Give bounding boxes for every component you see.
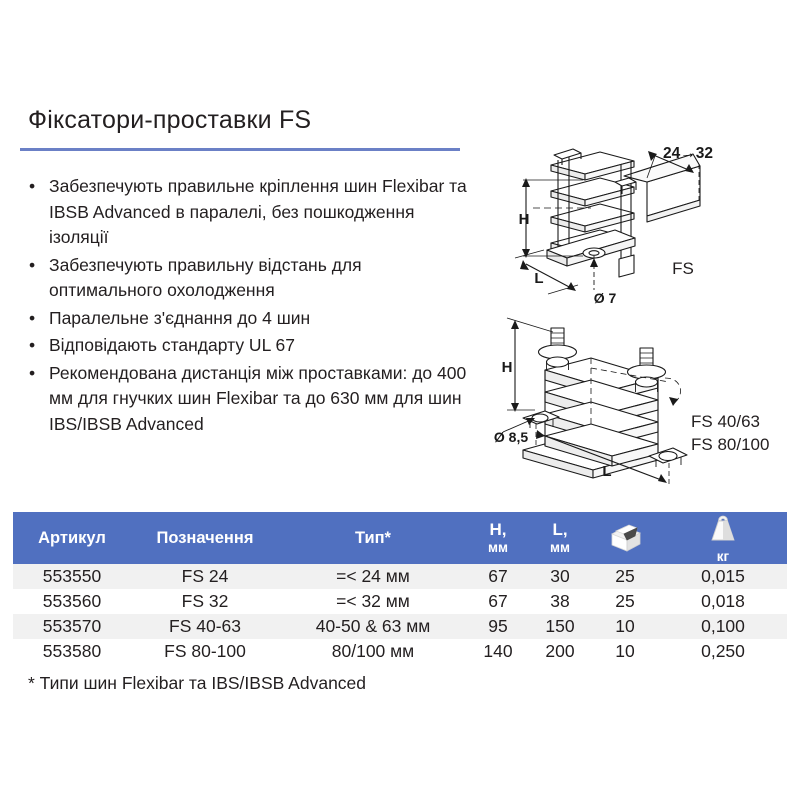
list-item-text: Забезпечують правильну відстань для опти… xyxy=(49,254,362,301)
package-box-icon xyxy=(591,512,659,564)
weight-icon xyxy=(708,513,738,549)
cell-type: =< 24 мм xyxy=(279,564,467,589)
list-item: • Паралельне з'єднання до 4 шин xyxy=(24,306,474,332)
cell-article: 553560 xyxy=(13,589,131,614)
column-header-designation: Позначення xyxy=(131,512,279,564)
dim-label-l: L xyxy=(534,270,543,287)
cell-type: 40-50 & 63 мм xyxy=(279,614,467,639)
dim-label-width: 24→32 xyxy=(663,145,713,162)
cell-height: 67 xyxy=(467,564,529,589)
cell-type: =< 32 мм xyxy=(279,589,467,614)
column-header-length-unit: мм xyxy=(550,540,570,555)
column-header-height-unit: мм xyxy=(488,540,508,555)
list-item-text: Рекомендована дистанція між проставками:… xyxy=(49,362,467,434)
bullet-glyph: • xyxy=(29,335,36,355)
cell-package-quantity: 25 xyxy=(591,589,659,614)
feature-list: • Забезпечують правильне кріплення шин F… xyxy=(24,174,474,439)
list-item-text: Забезпечують правильне кріплення шин Fle… xyxy=(49,176,467,247)
title-underline-rule xyxy=(20,148,460,151)
cell-length: 38 xyxy=(529,589,591,614)
cell-designation: FS 80-100 xyxy=(131,639,279,664)
dim-label-h: H xyxy=(519,211,530,228)
list-item: • Рекомендована дистанція між проставкам… xyxy=(24,361,474,438)
dim-label-hole: Ø 8,5 xyxy=(494,429,528,445)
cell-weight: 0,250 xyxy=(659,639,787,664)
cell-package-quantity: 25 xyxy=(591,564,659,589)
column-header-length-symbol: L, xyxy=(552,520,568,539)
cell-weight: 0,018 xyxy=(659,589,787,614)
cell-package-quantity: 10 xyxy=(591,614,659,639)
list-item-text: Відповідають стандарту UL 67 xyxy=(49,335,295,355)
column-header-height: H, мм xyxy=(467,512,529,564)
table-row: 553550 FS 24 =< 24 мм 67 30 25 0,015 xyxy=(13,564,787,589)
list-item: • Відповідають стандарту UL 67 xyxy=(24,333,474,359)
column-header-weight-unit: кг xyxy=(716,548,730,564)
column-header-package-quantity xyxy=(591,512,659,564)
dim-label-l: L xyxy=(602,463,611,480)
table-footnote: * Типи шин Flexibar та IBS/IBSB Advanced xyxy=(28,673,367,693)
cell-height: 67 xyxy=(467,589,529,614)
bullet-glyph: • xyxy=(29,176,36,196)
list-item: • Забезпечують правильну відстань для оп… xyxy=(24,253,474,304)
table-header-row: Артикул Позначення Тип* H, мм L, мм xyxy=(13,512,787,564)
table-row: 553580 FS 80-100 80/100 мм 140 200 10 0,… xyxy=(13,639,787,664)
part-label-fs-40-63: FS 40/63 xyxy=(691,412,760,431)
column-header-height-symbol: H, xyxy=(489,520,507,539)
table-row: 553560 FS 32 =< 32 мм 67 38 25 0,018 xyxy=(13,589,787,614)
cell-length: 150 xyxy=(529,614,591,639)
column-header-weight: кг xyxy=(659,512,787,564)
cell-article: 553550 xyxy=(13,564,131,589)
fs-standard-drawing: H L Ø 7 24→32 FS xyxy=(495,138,795,313)
part-label-fs: FS xyxy=(672,259,694,278)
cell-article: 553580 xyxy=(13,639,131,664)
column-header-type: Тип* xyxy=(279,512,467,564)
cell-weight: 0,015 xyxy=(659,564,787,589)
cell-package-quantity: 10 xyxy=(591,639,659,664)
bullet-glyph: • xyxy=(29,362,36,383)
fs-large-drawing: H Ø 8,5 L FS 40/63 FS 80/100 xyxy=(483,300,800,505)
cell-designation: FS 24 xyxy=(131,564,279,589)
list-item-text: Паралельне з'єднання до 4 шин xyxy=(49,307,311,328)
page-title: Фіксатори-проставки FS xyxy=(28,106,312,134)
cell-designation: FS 40-63 xyxy=(131,614,279,639)
column-header-article: Артикул xyxy=(13,512,131,564)
part-label-fs-80-100: FS 80/100 xyxy=(691,435,769,454)
bullet-glyph: • xyxy=(29,307,36,328)
cell-height: 140 xyxy=(467,639,529,664)
bullet-glyph: • xyxy=(29,254,36,275)
cell-designation: FS 32 xyxy=(131,589,279,614)
cell-article: 553570 xyxy=(13,614,131,639)
cell-length: 30 xyxy=(529,564,591,589)
table-row: 553570 FS 40-63 40-50 & 63 мм 95 150 10 … xyxy=(13,614,787,639)
cell-height: 95 xyxy=(467,614,529,639)
specification-table: Артикул Позначення Тип* H, мм L, мм xyxy=(13,512,787,664)
cell-weight: 0,100 xyxy=(659,614,787,639)
list-item: • Забезпечують правильне кріплення шин F… xyxy=(24,174,474,251)
dim-label-h: H xyxy=(502,359,513,376)
cell-type: 80/100 мм xyxy=(279,639,467,664)
column-header-length: L, мм xyxy=(529,512,591,564)
dim-label-hole: Ø 7 xyxy=(594,290,617,306)
cell-length: 200 xyxy=(529,639,591,664)
